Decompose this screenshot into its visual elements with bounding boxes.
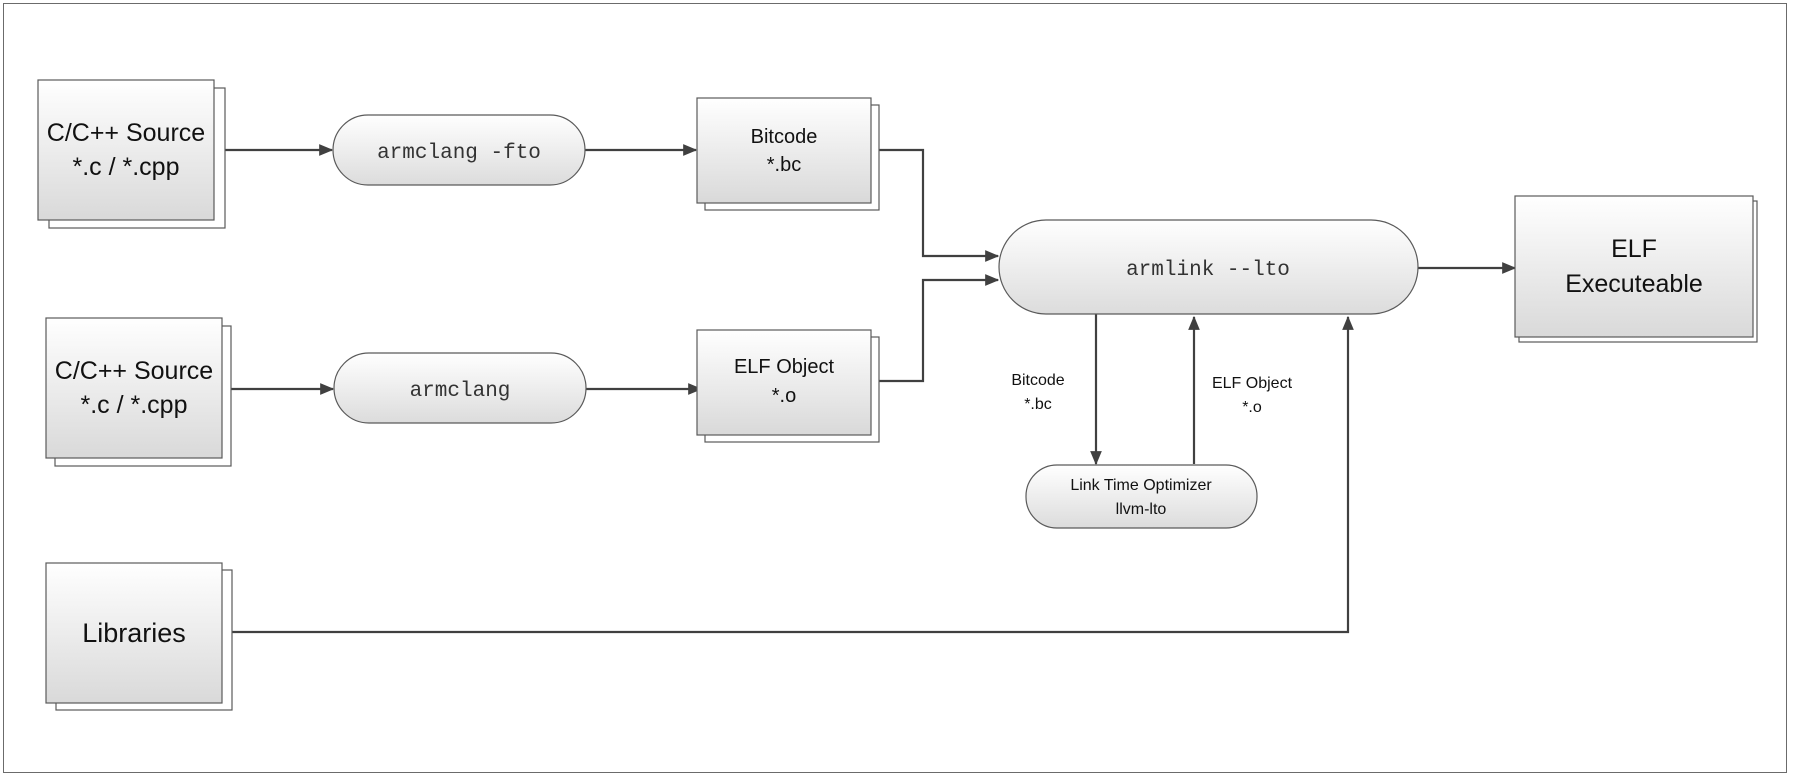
source-node-1: C/C++ Source *.c / *.cpp [37, 79, 226, 229]
node-label-line2: Executeable [1565, 270, 1703, 298]
bitcode-node: Bitcode *.bc [696, 97, 880, 211]
box [696, 329, 872, 436]
edge-libraries-to-armlink [200, 315, 1354, 634]
box [45, 562, 223, 704]
pill [333, 352, 587, 424]
node-label-line2: *.c / *.cpp [81, 391, 188, 419]
node-label-line1: ELF [1611, 235, 1657, 263]
edge-label-line2: *.o [1242, 399, 1262, 416]
armlink-node: armlink --lto [998, 219, 1419, 315]
node-label-line2: *.bc [767, 154, 801, 176]
node-label: armclang -fto [377, 142, 541, 165]
libraries-node: Libraries [45, 562, 233, 711]
edge-label-line1: ELF Object [1212, 375, 1293, 392]
armclang-node: armclang [333, 352, 587, 424]
elf-object-node: ELF Object *.o [696, 329, 880, 443]
edge-elf-object-to-armlink [873, 274, 1000, 383]
pill [998, 219, 1419, 315]
edge-label-line1: Bitcode [1011, 372, 1064, 389]
box [1514, 195, 1754, 338]
node-label-line2: *.c / *.cpp [73, 153, 180, 181]
pill [1025, 464, 1258, 529]
edge-label-to-lto: Bitcode *.bc [1011, 372, 1064, 413]
lto-node: Link Time Optimizer llvm-lto [1025, 464, 1258, 529]
edge-label-line2: *.bc [1024, 396, 1052, 413]
pill [332, 114, 586, 186]
node-label-line1: C/C++ Source [47, 119, 205, 147]
node-label: Libraries [82, 618, 186, 648]
node-label-line1: ELF Object [734, 356, 834, 378]
source-node-2: C/C++ Source *.c / *.cpp [45, 317, 232, 467]
node-label: armlink --lto [1126, 259, 1290, 282]
elf-executable-node: ELF Executeable [1514, 195, 1758, 343]
edge-label-from-lto: ELF Object *.o [1212, 375, 1293, 416]
node-label-line1: C/C++ Source [55, 357, 213, 385]
edge-bitcode-to-armlink [873, 148, 1000, 262]
diagram-frame [3, 3, 1787, 773]
node-label-line1: Bitcode [751, 126, 818, 148]
connectors [187, 144, 1517, 634]
box [696, 97, 872, 204]
node-label-line2: *.o [772, 385, 796, 407]
node-label-line2: llvm-lto [1116, 501, 1167, 518]
node-label-line1: Link Time Optimizer [1070, 477, 1212, 494]
box [37, 79, 215, 221]
box [45, 317, 223, 459]
node-label: armclang [410, 380, 511, 403]
armclang-fto-node: armclang -fto [332, 114, 586, 186]
